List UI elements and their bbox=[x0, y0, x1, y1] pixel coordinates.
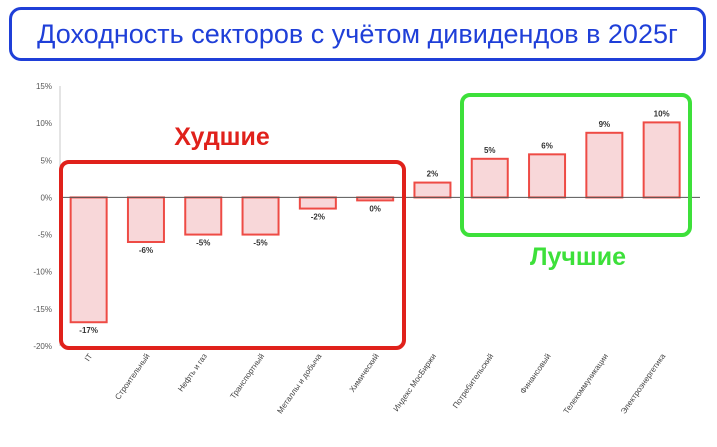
bar bbox=[184, 196, 223, 236]
y-tick-label: 10% bbox=[36, 119, 52, 128]
bar bbox=[413, 181, 452, 199]
bar bbox=[298, 196, 337, 210]
y-tick-label: -5% bbox=[38, 231, 52, 240]
title-box: Доходность секторов с учётом дивидендов … bbox=[9, 7, 706, 61]
data-label: 2% bbox=[427, 170, 439, 179]
data-label: -2% bbox=[311, 213, 325, 222]
x-tick-label: IT bbox=[83, 352, 95, 363]
y-tick-label: -10% bbox=[33, 268, 52, 277]
y-tick-label: -20% bbox=[33, 342, 52, 351]
data-label: 6% bbox=[541, 141, 553, 150]
data-label: -6% bbox=[139, 246, 153, 255]
data-label: -17% bbox=[79, 326, 98, 335]
data-label: 9% bbox=[599, 120, 611, 129]
data-label: 0% bbox=[369, 204, 381, 213]
best-label: Лучшие bbox=[530, 243, 626, 271]
bar bbox=[585, 131, 624, 199]
page-title: Доходность секторов с учётом дивидендов … bbox=[37, 18, 678, 49]
best-sectors-frame bbox=[460, 93, 692, 237]
data-label: -5% bbox=[253, 239, 267, 248]
bar bbox=[69, 196, 108, 324]
y-tick-label: 15% bbox=[36, 82, 52, 91]
data-label: -5% bbox=[196, 239, 210, 248]
bar bbox=[528, 153, 567, 199]
data-label: 5% bbox=[484, 146, 496, 155]
bar bbox=[241, 196, 280, 236]
worst-label: Худшие bbox=[174, 123, 270, 151]
y-tick-label: 0% bbox=[40, 193, 52, 202]
bar bbox=[470, 157, 509, 199]
worst-sectors-frame bbox=[59, 160, 406, 350]
data-label: 10% bbox=[654, 109, 670, 118]
bar bbox=[126, 196, 165, 244]
y-tick-label: 5% bbox=[40, 156, 52, 165]
y-tick-label: -15% bbox=[33, 305, 52, 314]
bar bbox=[642, 121, 681, 199]
